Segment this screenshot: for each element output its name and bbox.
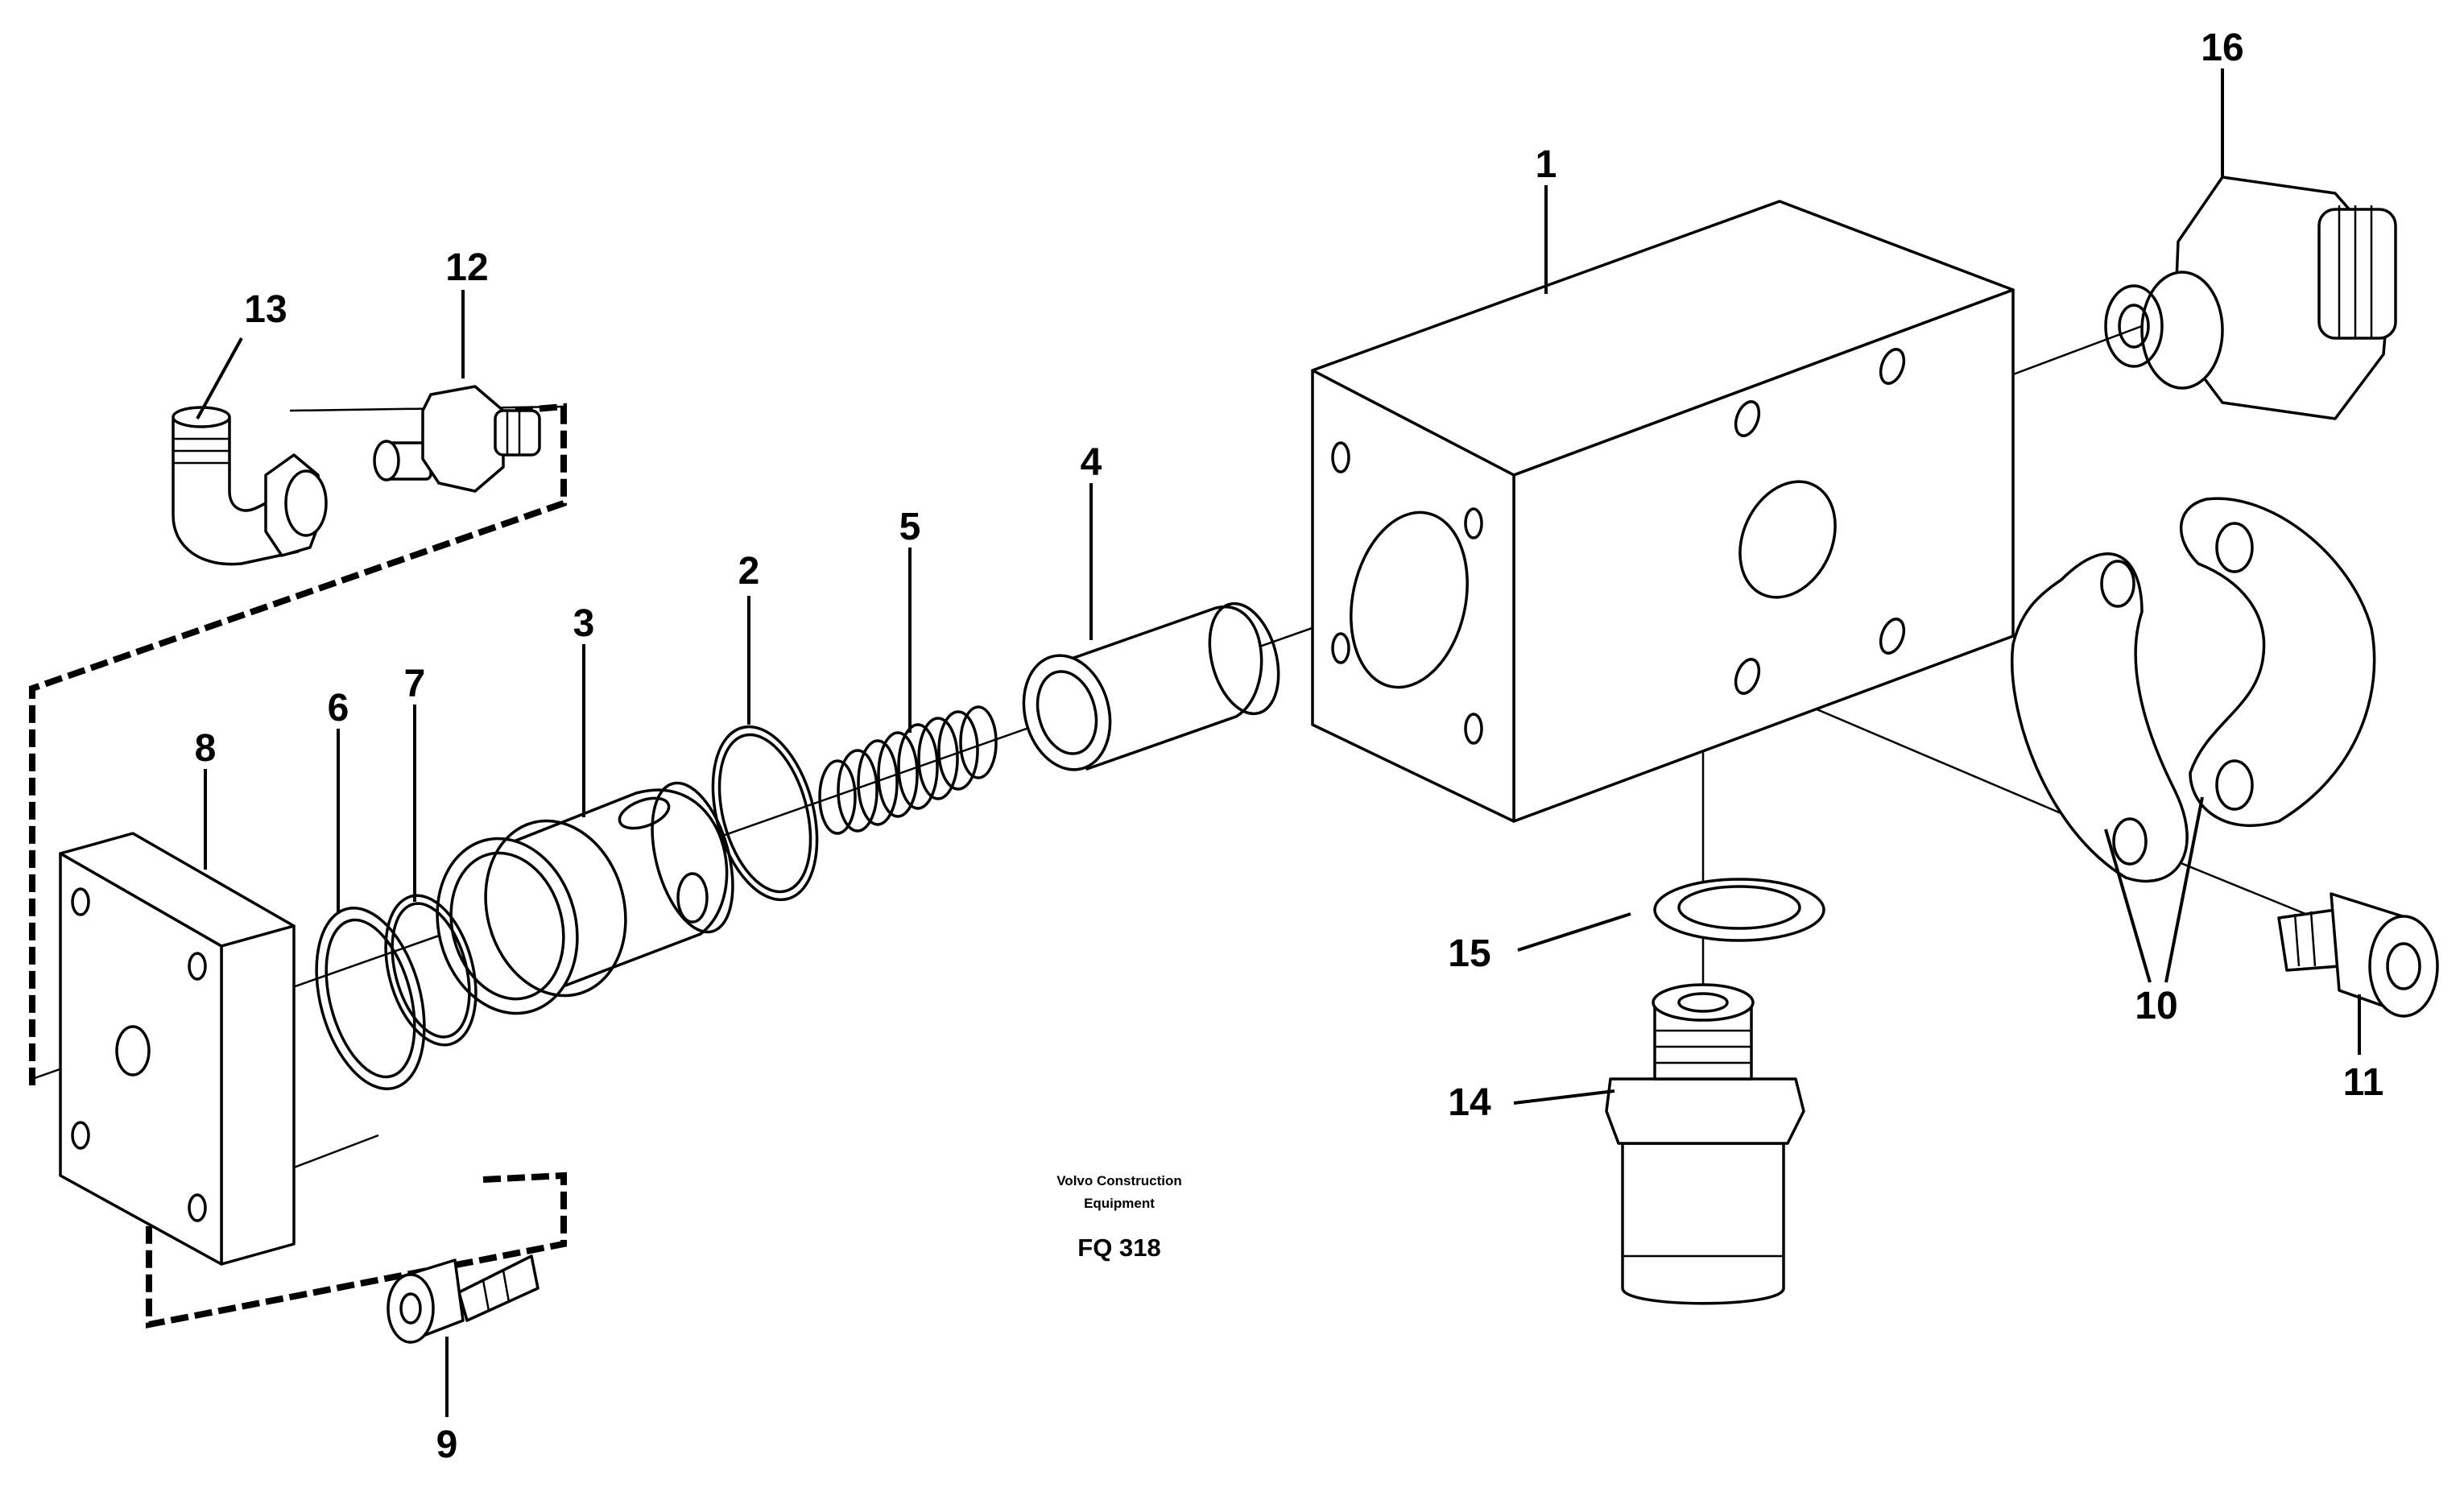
caption-company: Volvo Construction [1056,1173,1182,1188]
part-14-connector-fitting [1605,983,1805,1305]
part-5-spring [818,705,998,835]
callout-9: 9 [436,1424,458,1466]
callout-14: 14 [1448,1081,1491,1124]
part-8-cover-plate [59,832,296,1266]
part-1-valve-body [1311,200,2015,823]
part-11-socket-screw [2277,892,2439,1018]
part-12-straight-fitting [373,385,541,493]
part-6-backup-ring [315,907,426,1090]
leader-lines [196,68,2361,1417]
connection-bracket-upper [29,403,567,1087]
part-13-elbow-fitting [172,406,328,566]
callout-12: 12 [445,246,488,289]
part-10-split-flange-left [2011,552,2189,883]
part-4-sleeve [1022,601,1280,771]
callout-4: 4 [1081,441,1102,484]
callout-6: 6 [328,687,349,729]
connection-bracket-lower [146,1134,567,1329]
part-15-seal-washer [1653,878,1825,942]
callout-13: 13 [244,288,287,331]
part-16-adapter-fitting [2104,176,2397,420]
callout-15: 15 [1448,932,1490,975]
callout-16: 16 [2201,27,2243,69]
part-10-split-flange-right [2180,497,2376,827]
part-7-o-ring [384,894,478,1047]
callout-1: 1 [1536,143,1557,186]
part-9-socket-screw [387,1254,540,1344]
callout-8: 8 [195,727,217,770]
callout-3: 3 [573,602,595,645]
callout-2: 2 [738,550,760,593]
figure-code: FQ 318 [1077,1234,1160,1262]
caption-division: Equipment [1084,1196,1155,1211]
callout-labels: 1 2 3 4 5 6 7 8 9 10 11 12 13 14 15 16 [195,27,2384,1466]
callout-5: 5 [899,506,921,548]
callout-10: 10 [2135,985,2177,1027]
callout-11: 11 [2343,1061,2384,1104]
callout-7: 7 [404,663,426,705]
caption: Volvo Construction Equipment FQ 318 [1056,1173,1182,1262]
